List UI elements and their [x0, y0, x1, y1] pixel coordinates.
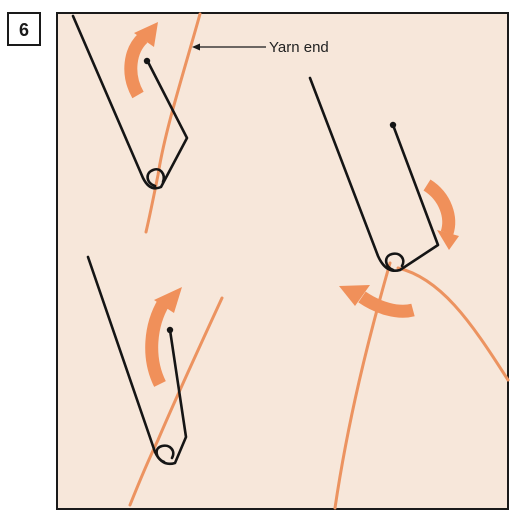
yarn-strand-right-tail	[396, 266, 510, 382]
curved-arrow-icon-bottom-right	[358, 291, 415, 318]
hook-diagram-right	[308, 76, 510, 510]
yarn-strand-right-lower	[333, 261, 392, 510]
illustration-panel	[56, 12, 509, 510]
curved-arrow-head-bottom-left	[154, 287, 182, 313]
latch-hook-icon-right	[308, 76, 440, 272]
yarn-loop-right	[384, 252, 405, 272]
yarn-strand-bottom-left	[128, 296, 224, 507]
step-number: 6	[19, 20, 29, 40]
step-number-badge: 6	[7, 12, 41, 46]
hook-latch-top-left	[143, 57, 151, 65]
hook-latch-right	[389, 121, 397, 129]
hook-latch-bottom-left	[166, 326, 174, 334]
hook-diagram-top-left	[71, 12, 202, 234]
curved-arrow-head-bottom-right	[339, 285, 370, 306]
yarn-end-callout: Yarn end	[192, 39, 329, 56]
latch-hook-icon-top-left	[71, 14, 189, 190]
callout-arrowhead	[192, 43, 200, 51]
curved-arrow-icon-bottom-left	[145, 298, 170, 387]
yarn-loop-bottom-left	[155, 444, 175, 464]
hook-diagram-bottom-left	[86, 255, 224, 507]
step-number-box	[7, 12, 41, 46]
yarn-loop-top-left	[146, 168, 166, 188]
yarn-strand-top-left	[144, 12, 202, 234]
curved-arrow-head-top-left	[134, 22, 158, 47]
curved-arrow-head-right	[437, 230, 459, 250]
curved-arrow-icon-top-left	[124, 33, 148, 99]
yarn-end-label: Yarn end	[269, 39, 329, 56]
curved-arrow-icon-right	[423, 179, 456, 236]
